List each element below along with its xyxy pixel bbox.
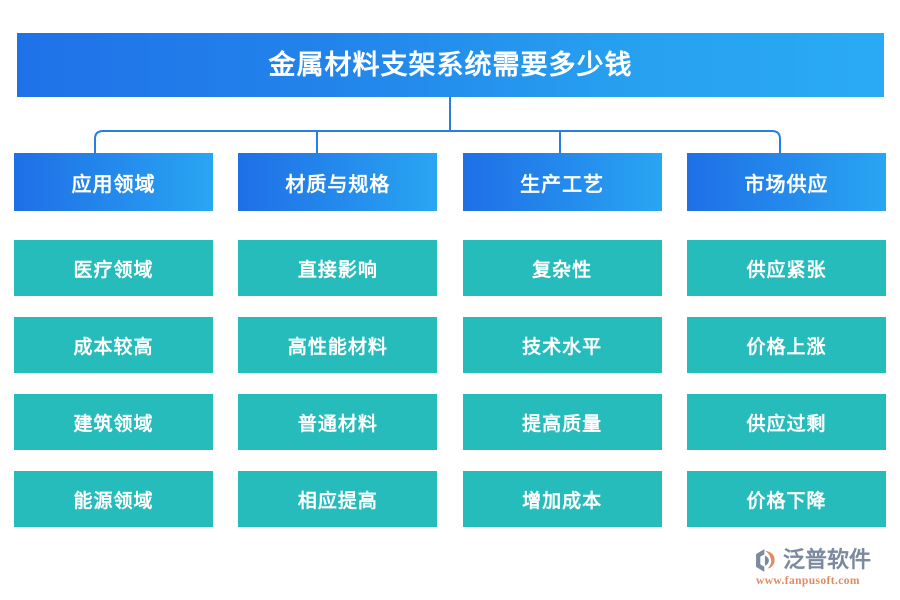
category-label: 应用领域: [71, 173, 156, 196]
item-box[interactable]: 价格下降: [686, 471, 886, 527]
item-row: 成本较高 高性能材料 技术水平 价格上涨: [14, 317, 886, 373]
item-label: 技术水平: [522, 336, 603, 358]
item-label: 能源领域: [73, 490, 154, 512]
item-box[interactable]: 复杂性: [462, 240, 662, 296]
item-label: 相应提高: [297, 490, 378, 512]
item-box[interactable]: 技术水平: [462, 317, 662, 373]
category-label: 材质与规格: [285, 173, 391, 196]
item-row: 医疗领域 直接影响 复杂性 供应紧张: [14, 240, 886, 296]
logo-top-row: 泛普软件: [752, 546, 871, 574]
item-label: 供应过剩: [746, 413, 827, 435]
category-box-2[interactable]: 材质与规格: [238, 153, 438, 211]
brand-logo: 泛普软件 www.fanpusoft.com: [752, 546, 892, 592]
item-box[interactable]: 增加成本: [462, 471, 662, 527]
item-box[interactable]: 成本较高: [14, 317, 213, 373]
logo-url: www.fanpusoft.com: [756, 575, 860, 587]
item-label: 价格下降: [746, 490, 827, 512]
item-label: 普通材料: [297, 413, 378, 435]
item-row: 能源领域 相应提高 增加成本 价格下降: [14, 471, 886, 527]
category-box-3[interactable]: 生产工艺: [462, 153, 662, 211]
item-box[interactable]: 能源领域: [14, 471, 213, 527]
item-label: 直接影响: [297, 259, 378, 281]
item-box[interactable]: 供应过剩: [686, 394, 886, 450]
item-box[interactable]: 高性能材料: [238, 317, 438, 373]
item-box[interactable]: 供应紧张: [686, 240, 886, 296]
item-box[interactable]: 普通材料: [238, 394, 438, 450]
item-label: 复杂性: [532, 259, 593, 281]
item-box[interactable]: 建筑领域: [14, 394, 213, 450]
item-label: 提高质量: [522, 413, 603, 435]
item-label: 供应紧张: [746, 259, 827, 281]
item-label: 成本较高: [73, 336, 154, 358]
item-row: 建筑领域 普通材料 提高质量 供应过剩: [14, 394, 886, 450]
category-label: 市场供应: [744, 173, 829, 196]
item-label: 增加成本: [522, 490, 603, 512]
category-box-1[interactable]: 应用领域: [14, 153, 213, 211]
item-label: 建筑领域: [73, 413, 154, 435]
item-box[interactable]: 价格上涨: [686, 317, 886, 373]
header-banner: 金属材料支架系统需要多少钱: [17, 33, 884, 97]
logo-brand-name: 泛普软件: [783, 547, 872, 572]
category-label: 生产工艺: [520, 173, 605, 196]
item-box[interactable]: 相应提高: [238, 471, 438, 527]
connector-lines: [94, 97, 781, 153]
fanpu-logo-icon: [756, 548, 775, 572]
item-label: 医疗领域: [73, 259, 154, 281]
item-box[interactable]: 直接影响: [238, 240, 438, 296]
page-title: 金属材料支架系统需要多少钱: [268, 49, 633, 80]
item-box[interactable]: 医疗领域: [14, 240, 213, 296]
item-label: 价格上涨: [746, 336, 827, 358]
category-box-4[interactable]: 市场供应: [686, 153, 886, 211]
item-grid: 医疗领域 直接影响 复杂性 供应紧张 成本较高 高性能材料 技术水平 价: [14, 240, 886, 527]
category-row: 应用领域 材质与规格 生产工艺 市场供应: [14, 153, 886, 211]
item-label: 高性能材料: [287, 336, 388, 358]
item-box[interactable]: 提高质量: [462, 394, 662, 450]
